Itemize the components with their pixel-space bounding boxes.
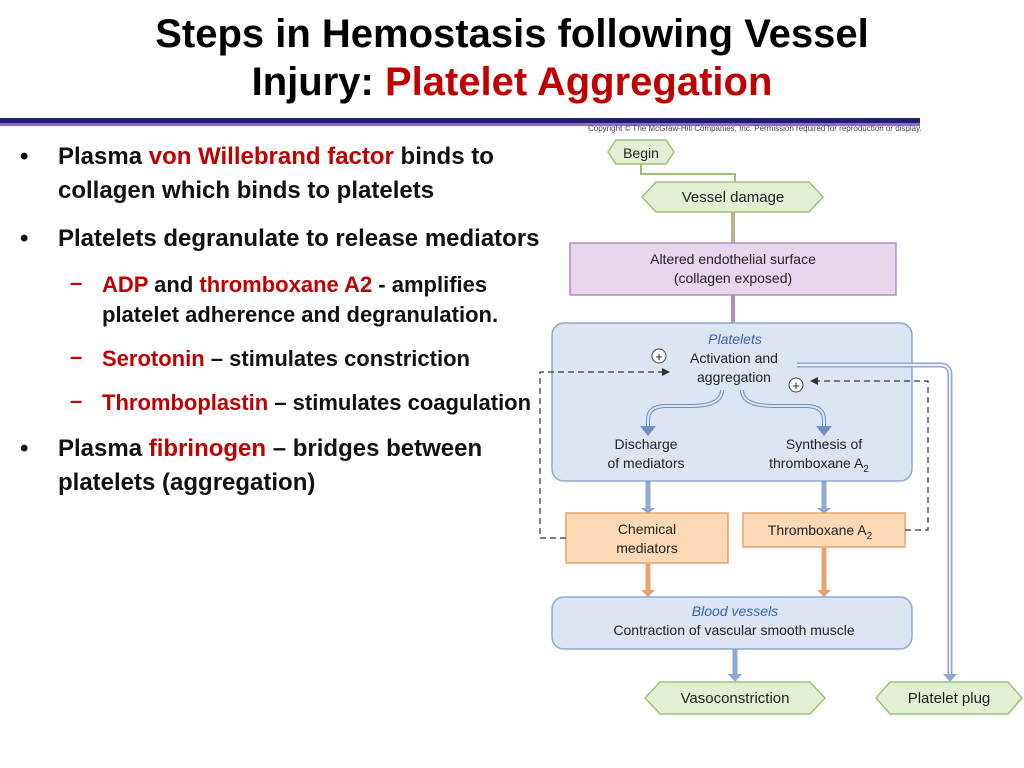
- synthesis-text: thromboxane A: [769, 455, 864, 471]
- sub-bullet-text: – stimulates constriction: [204, 346, 470, 371]
- sub-bullet-text: - amplifies platelet adherence and degra…: [102, 272, 499, 327]
- sub-bullet-adp: – ADP and thromboxane A2 - amplifies pla…: [20, 270, 540, 330]
- sub-bullet-serotonin: – Serotonin – stimulates constriction: [20, 344, 540, 374]
- sub-bullet-text: – stimulates coagulation: [268, 390, 532, 415]
- plus-icon: [651, 348, 667, 364]
- chemical-label-2: mediators: [616, 540, 677, 556]
- sub-bullet-thromboplastin: – Thromboplastin – stimulates coagulatio…: [20, 388, 540, 418]
- title-rule-purple: [0, 123, 920, 126]
- sub-bullet-dash: –: [70, 270, 83, 295]
- vessel-damage-label: Vessel damage: [682, 189, 785, 206]
- plus-sign-right: +: [792, 378, 800, 393]
- arrowhead: [817, 508, 831, 514]
- sub-bullet-highlight: Serotonin: [102, 346, 205, 371]
- chemical-label-1: Chemical: [618, 521, 676, 537]
- sub-bullet-dash: –: [70, 388, 83, 413]
- arrowhead: [817, 590, 831, 597]
- bullet-text: Plasma: [58, 143, 149, 170]
- feedback-loop-chemical: [539, 368, 670, 539]
- slide-title: Steps in Hemostasis following Vessel Inj…: [0, 10, 1024, 106]
- vasoconstriction-label: Vasoconstriction: [681, 690, 790, 707]
- bullet-highlight: von Willebrand factor: [148, 143, 394, 170]
- begin-node: [607, 139, 675, 165]
- begin-label: Begin: [623, 145, 659, 161]
- title-rule-dark: [0, 118, 920, 123]
- bullet-text: – bridges between platelets (aggregation…: [58, 435, 483, 496]
- sub-bullet-highlight: thromboxane A2: [199, 272, 373, 297]
- arrowhead: [641, 508, 655, 514]
- bullet-list: • Plasma von Willebrand factor binds to …: [20, 140, 540, 514]
- activation-label-2: aggregation: [697, 369, 771, 385]
- blood-vessels-box: [551, 596, 913, 650]
- bullet-text: binds to collagen which binds to platele…: [58, 143, 494, 204]
- subscript-2: 2: [867, 531, 873, 542]
- bullet-dot: •: [20, 143, 29, 170]
- branch-arrowhead: [816, 426, 832, 436]
- plus-sign-left: +: [655, 349, 663, 364]
- sub-bullet-dash: –: [70, 344, 83, 369]
- vessel-damage-node: [640, 181, 825, 213]
- bullet-highlight: fibrinogen: [148, 435, 267, 462]
- platelet-plug-label: Platelet plug: [908, 690, 991, 707]
- arrowhead: [943, 674, 957, 682]
- sub-bullet-text: and: [148, 272, 200, 297]
- title-black-part: Injury:: [251, 60, 385, 104]
- thromboxane-node: [742, 512, 906, 548]
- subscript-2: 2: [863, 464, 869, 475]
- vasoconstriction-node: [643, 681, 827, 715]
- bullet-degranulate: • Platelets degranulate to release media…: [20, 222, 540, 256]
- synthesis-label-2: thromboxane A2: [769, 455, 869, 475]
- arrow-platelets-plug-inner: [797, 364, 951, 676]
- title-line-1: Steps in Hemostasis following Vessel: [155, 12, 869, 56]
- copyright-notice: Copyright © The McGraw-Hill Companies, I…: [588, 124, 922, 133]
- chemical-mediators-node: [565, 512, 729, 564]
- altered-endothelium-node: [569, 242, 897, 296]
- discharge-label-2: of mediators: [607, 455, 684, 471]
- connector-begin-vessel: [640, 164, 736, 182]
- plus-icon: [788, 377, 804, 393]
- feedback-loop-thromboxane: [810, 377, 929, 531]
- title-line-2: Injury: Platelet Aggregation: [0, 58, 1024, 106]
- branch-arrowhead: [640, 426, 656, 436]
- arrowhead: [728, 674, 742, 682]
- platelets-heading: Platelets: [708, 331, 762, 347]
- bullet-dot: •: [20, 225, 29, 252]
- sub-bullet-highlight: ADP: [102, 272, 149, 297]
- branch-arrow-discharge-inner: [647, 389, 723, 428]
- bullet-dot: •: [20, 435, 29, 462]
- synthesis-label-1: Synthesis of: [786, 436, 862, 452]
- altered-label-1: Altered endothelial surface: [650, 251, 816, 267]
- bullet-text: Plasma: [58, 435, 149, 462]
- arrowhead: [641, 590, 655, 597]
- altered-label-2: (collagen exposed): [674, 270, 792, 286]
- thromboxane-text: Thromboxane A: [768, 522, 867, 538]
- contraction-label: Contraction of vascular smooth muscle: [613, 622, 854, 638]
- thromboxane-label: Thromboxane A2: [768, 522, 873, 542]
- sub-bullet-highlight: Thromboplastin: [102, 390, 269, 415]
- discharge-label-1: Discharge: [614, 436, 677, 452]
- bullet-vwf: • Plasma von Willebrand factor binds to …: [20, 140, 540, 208]
- bullet-fibrinogen: • Plasma fibrinogen – bridges between pl…: [20, 432, 540, 500]
- title-red-part: Platelet Aggregation: [384, 60, 773, 104]
- activation-label-1: Activation and: [690, 350, 778, 366]
- platelet-plug-node: [875, 681, 1023, 715]
- blood-vessels-heading: Blood vessels: [692, 603, 778, 619]
- branch-arrow-synthesis-inner: [741, 389, 825, 428]
- bullet-text: Platelets degranulate to release mediato…: [58, 225, 540, 252]
